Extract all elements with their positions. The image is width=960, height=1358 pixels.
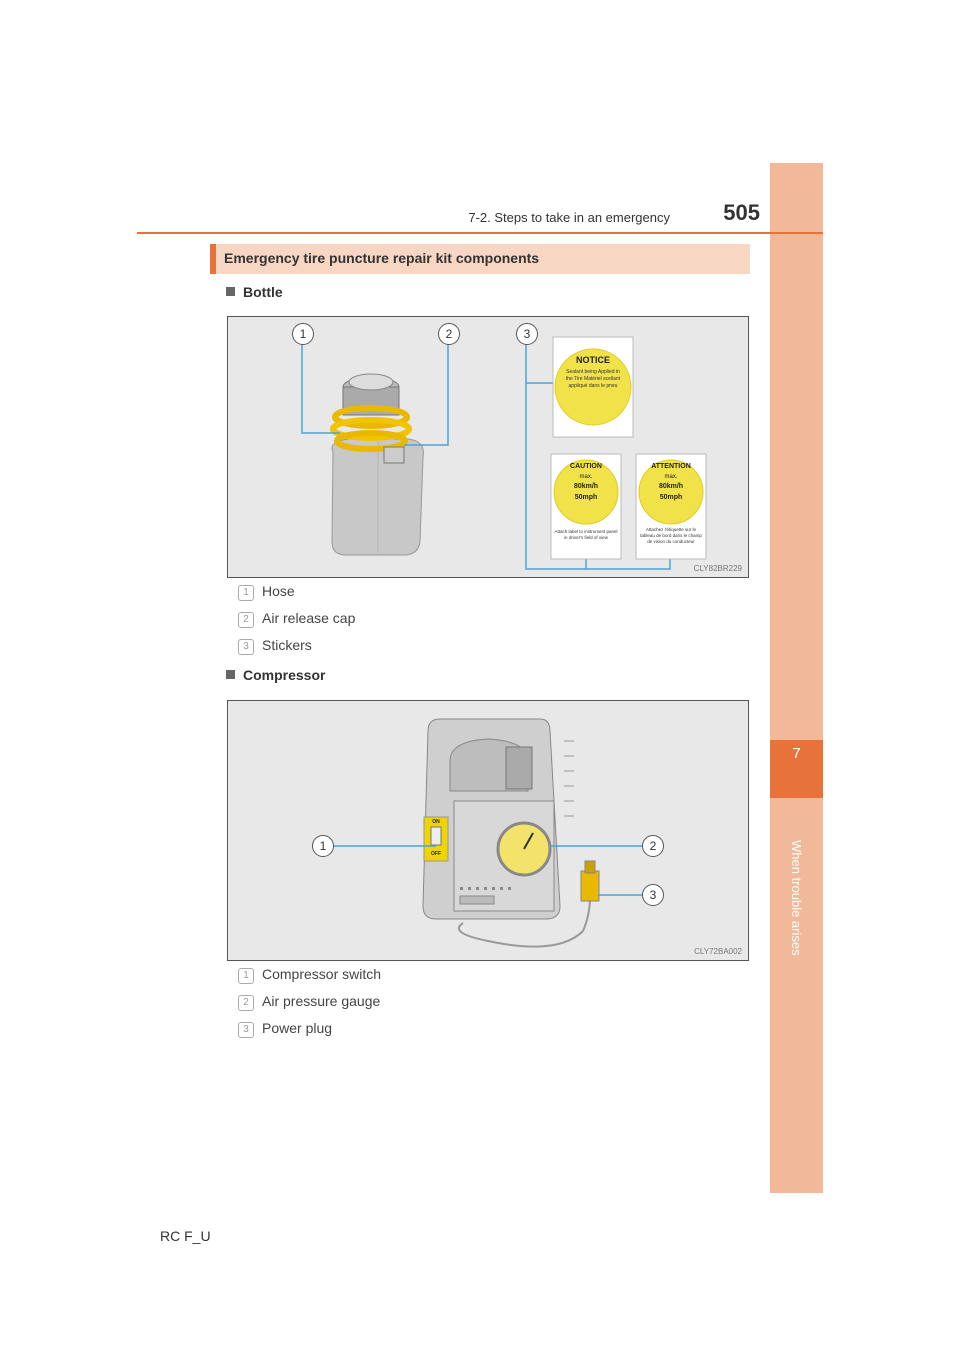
chapter-number: 7: [792, 745, 801, 762]
compressor-switch-off-label: OFF: [431, 851, 441, 857]
compressor-switch-on-label: ON: [432, 819, 440, 825]
header-rule: [137, 232, 823, 234]
compressor-figure: 1 2 3 ON OFF CLY72BA002: [227, 700, 749, 961]
bullet-square-icon: [226, 670, 235, 679]
attention-sticker-mph: 50mph: [659, 494, 683, 501]
notice-sticker-body: Sealant being Applied in the Tire Matéri…: [565, 369, 621, 389]
bottle-heading: Bottle: [226, 284, 283, 300]
caution-sticker-note: Attach label to instrument panel in driv…: [554, 529, 618, 540]
caution-sticker-title: CAUTION: [570, 463, 602, 470]
caution-sticker-max: max.: [579, 474, 593, 480]
header-section-title: 7-2. Steps to take in an emergency: [468, 210, 670, 225]
bottle-illustration: [301, 336, 707, 570]
attention-sticker-max: max.: [664, 474, 678, 480]
caution-sticker-mph: 50mph: [574, 494, 598, 501]
chapter-label: When trouble arises: [789, 840, 804, 956]
chapter-number-box: [770, 740, 823, 798]
compressor-figure-code: CLY72BA002: [694, 947, 742, 956]
bottle-figure: 1 2 3 NOTICE Sealant being Applied in th…: [227, 316, 749, 578]
bottle-callout-1: 1: [292, 323, 314, 345]
attention-sticker-note: Attachez l'étiquette sur le tableau de b…: [640, 527, 702, 544]
compressor-callout-2: 2: [642, 835, 664, 857]
page-number: 505: [723, 200, 760, 225]
compressor-callout-3: 3: [642, 884, 664, 906]
notice-sticker-title: NOTICE: [575, 355, 610, 365]
bottle-figure-code: CLY82BR229: [693, 564, 742, 573]
bullet-square-icon: [226, 287, 235, 296]
attention-sticker-kmh: 80km/h: [658, 483, 684, 490]
bottle-callout-2: 2: [438, 323, 460, 345]
caution-sticker-kmh: 80km/h: [573, 483, 599, 490]
compressor-callout-1: 1: [312, 835, 334, 857]
bottle-callout-3: 3: [516, 323, 538, 345]
section-bar: [210, 244, 750, 274]
chapter-side-tab: [770, 163, 823, 1193]
footer-model-code: RC F_U: [160, 1228, 211, 1244]
section-title: Emergency tire puncture repair kit compo…: [224, 250, 540, 266]
compressor-heading: Compressor: [226, 667, 325, 683]
attention-sticker-title: ATTENTION: [651, 463, 691, 470]
compressor-illustration: [331, 718, 642, 948]
